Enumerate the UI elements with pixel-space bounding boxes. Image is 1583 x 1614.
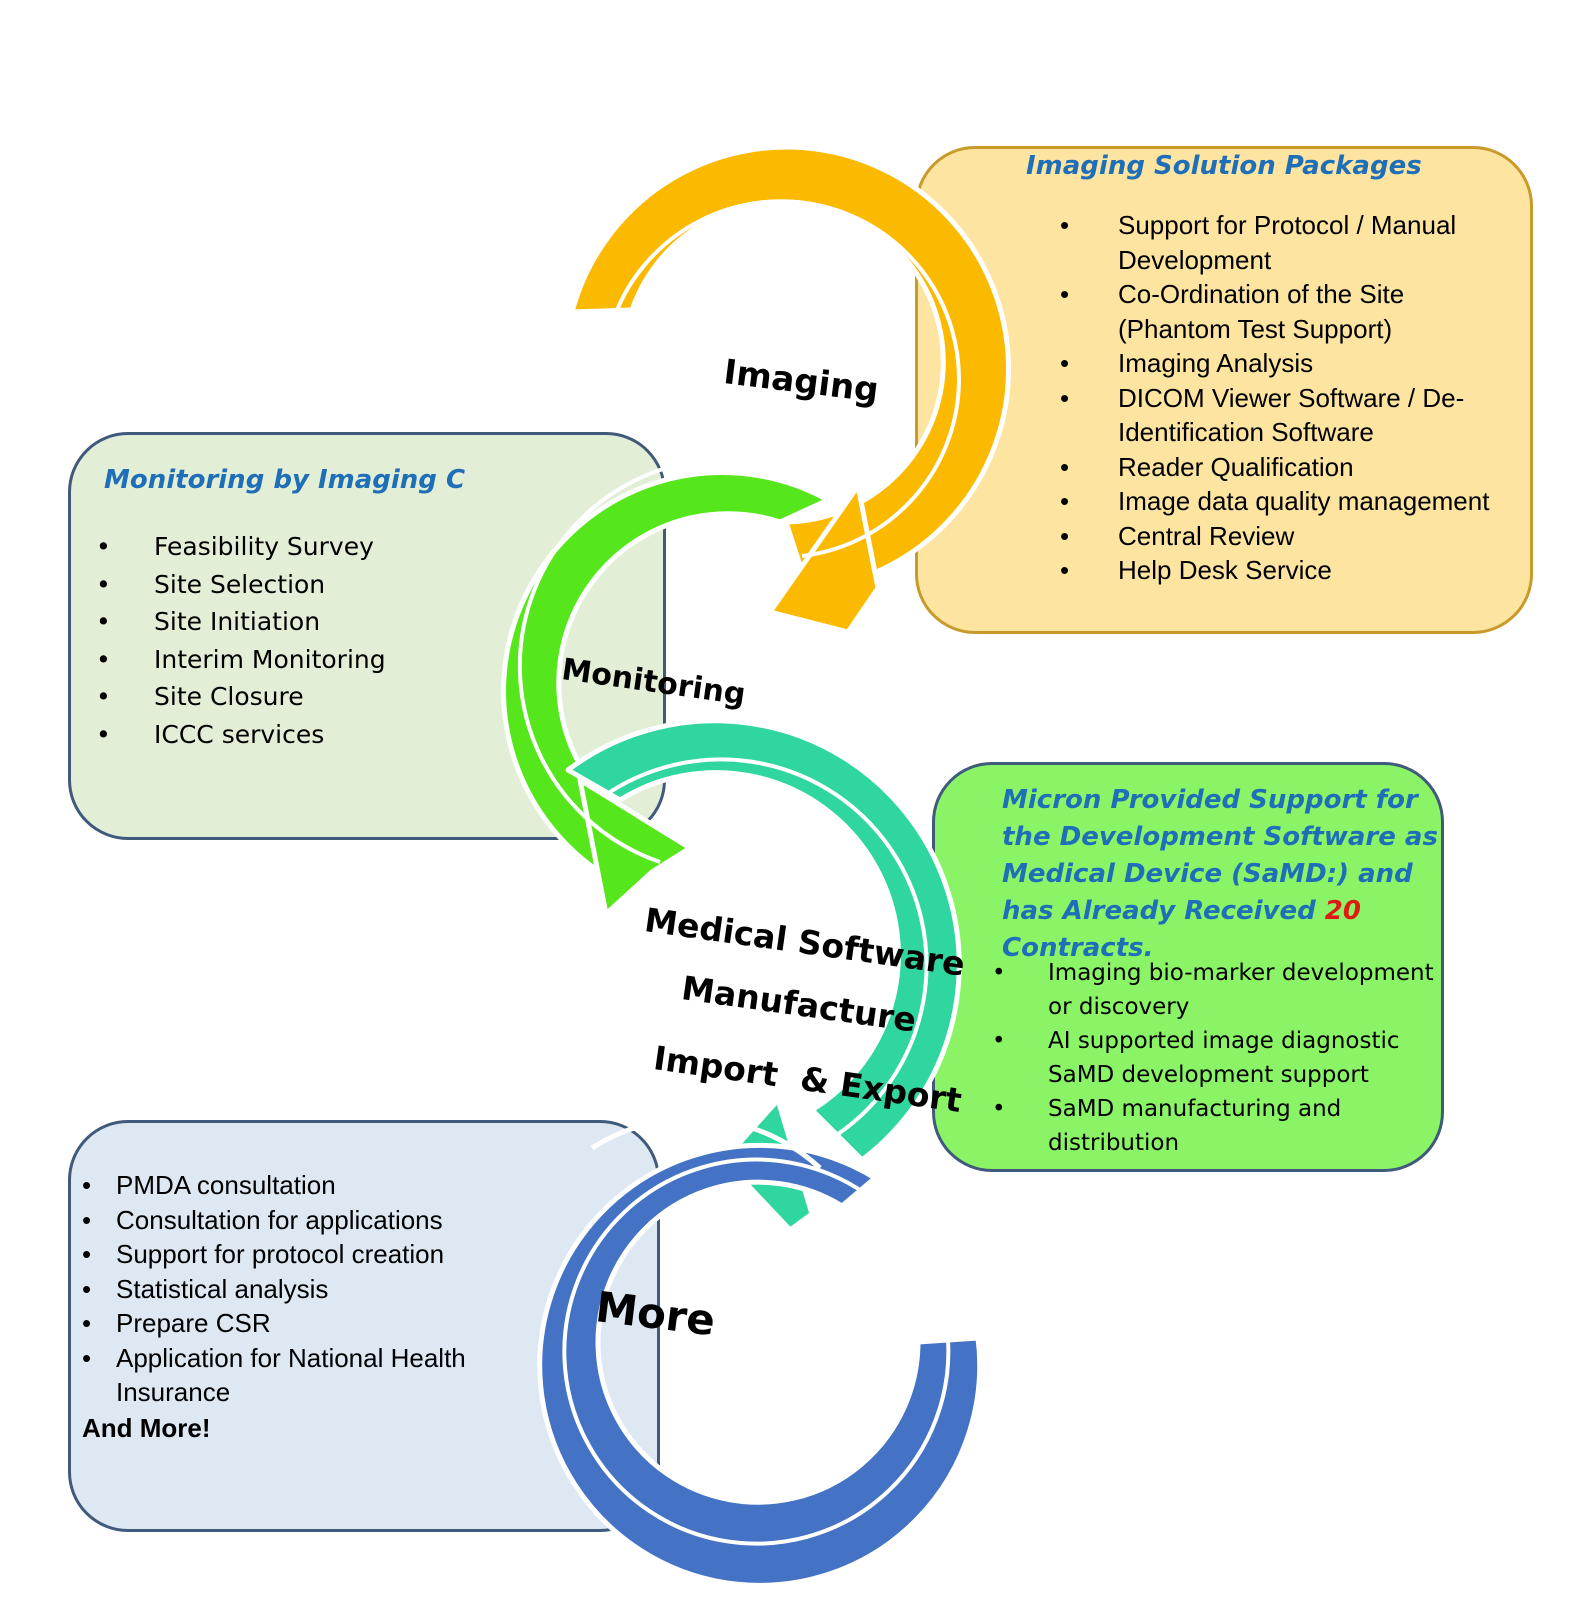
monitoring-services-list: Feasibility Survey Site Selection Site I… [96,528,386,753]
list-item: Image data quality management [1060,484,1520,519]
imaging-arrowhead [767,483,881,635]
list-item: ICCC services [96,716,386,754]
imaging-services-list: Support for Protocol / Manual Developmen… [1060,208,1520,588]
list-item: Reader Qualification [1060,450,1520,485]
list-item: Consultation for applications [82,1203,542,1238]
monitoring-arrowhead [577,777,693,917]
samd-arrow-body [565,718,962,1163]
samd-services-list: Imaging bio-marker development or discov… [990,956,1440,1160]
list-item: Feasibility Survey [96,528,386,566]
monitoring-box-title: Monitoring by Imaging C [104,465,466,495]
list-item: Site Initiation [96,603,386,641]
list-item: Statistical analysis [82,1272,542,1307]
list-item: Co-Ordination of the Site (Phantom Test … [1060,277,1520,346]
list-item: AI supported image diagnostic SaMD devel… [990,1024,1440,1092]
list-item: DICOM Viewer Software / De-Identificatio… [1060,381,1520,450]
contract-count: 20 [1324,896,1361,926]
list-item: Interim Monitoring [96,641,386,679]
list-item: Site Closure [96,678,386,716]
list-item: PMDA consultation [82,1168,542,1203]
imaging-arrow [569,144,1011,635]
more-services-list: PMDA consultation Consultation for appli… [82,1168,542,1410]
list-item: Application for National Health Insuranc… [82,1341,542,1410]
list-item: Central Review [1060,519,1520,554]
samd-box-title: Micron Provided Support for the Developm… [1002,785,1438,963]
list-item: Help Desk Service [1060,553,1520,588]
more-arrow [537,1116,983,1588]
list-item: Support for protocol creation [82,1237,542,1272]
list-item: Support for Protocol / Manual Developmen… [1060,208,1520,277]
list-item: Prepare CSR [82,1306,542,1341]
and-more-text: And More! [82,1413,211,1443]
more-arrow-body [537,1142,983,1588]
list-item: Imaging Analysis [1060,346,1520,381]
list-item: Site Selection [96,566,386,604]
list-item: SaMD manufacturing and distribution [990,1092,1440,1160]
list-item: Imaging bio-marker development or discov… [990,956,1440,1024]
imaging-box-title: Imaging Solution Packages [1026,151,1422,181]
